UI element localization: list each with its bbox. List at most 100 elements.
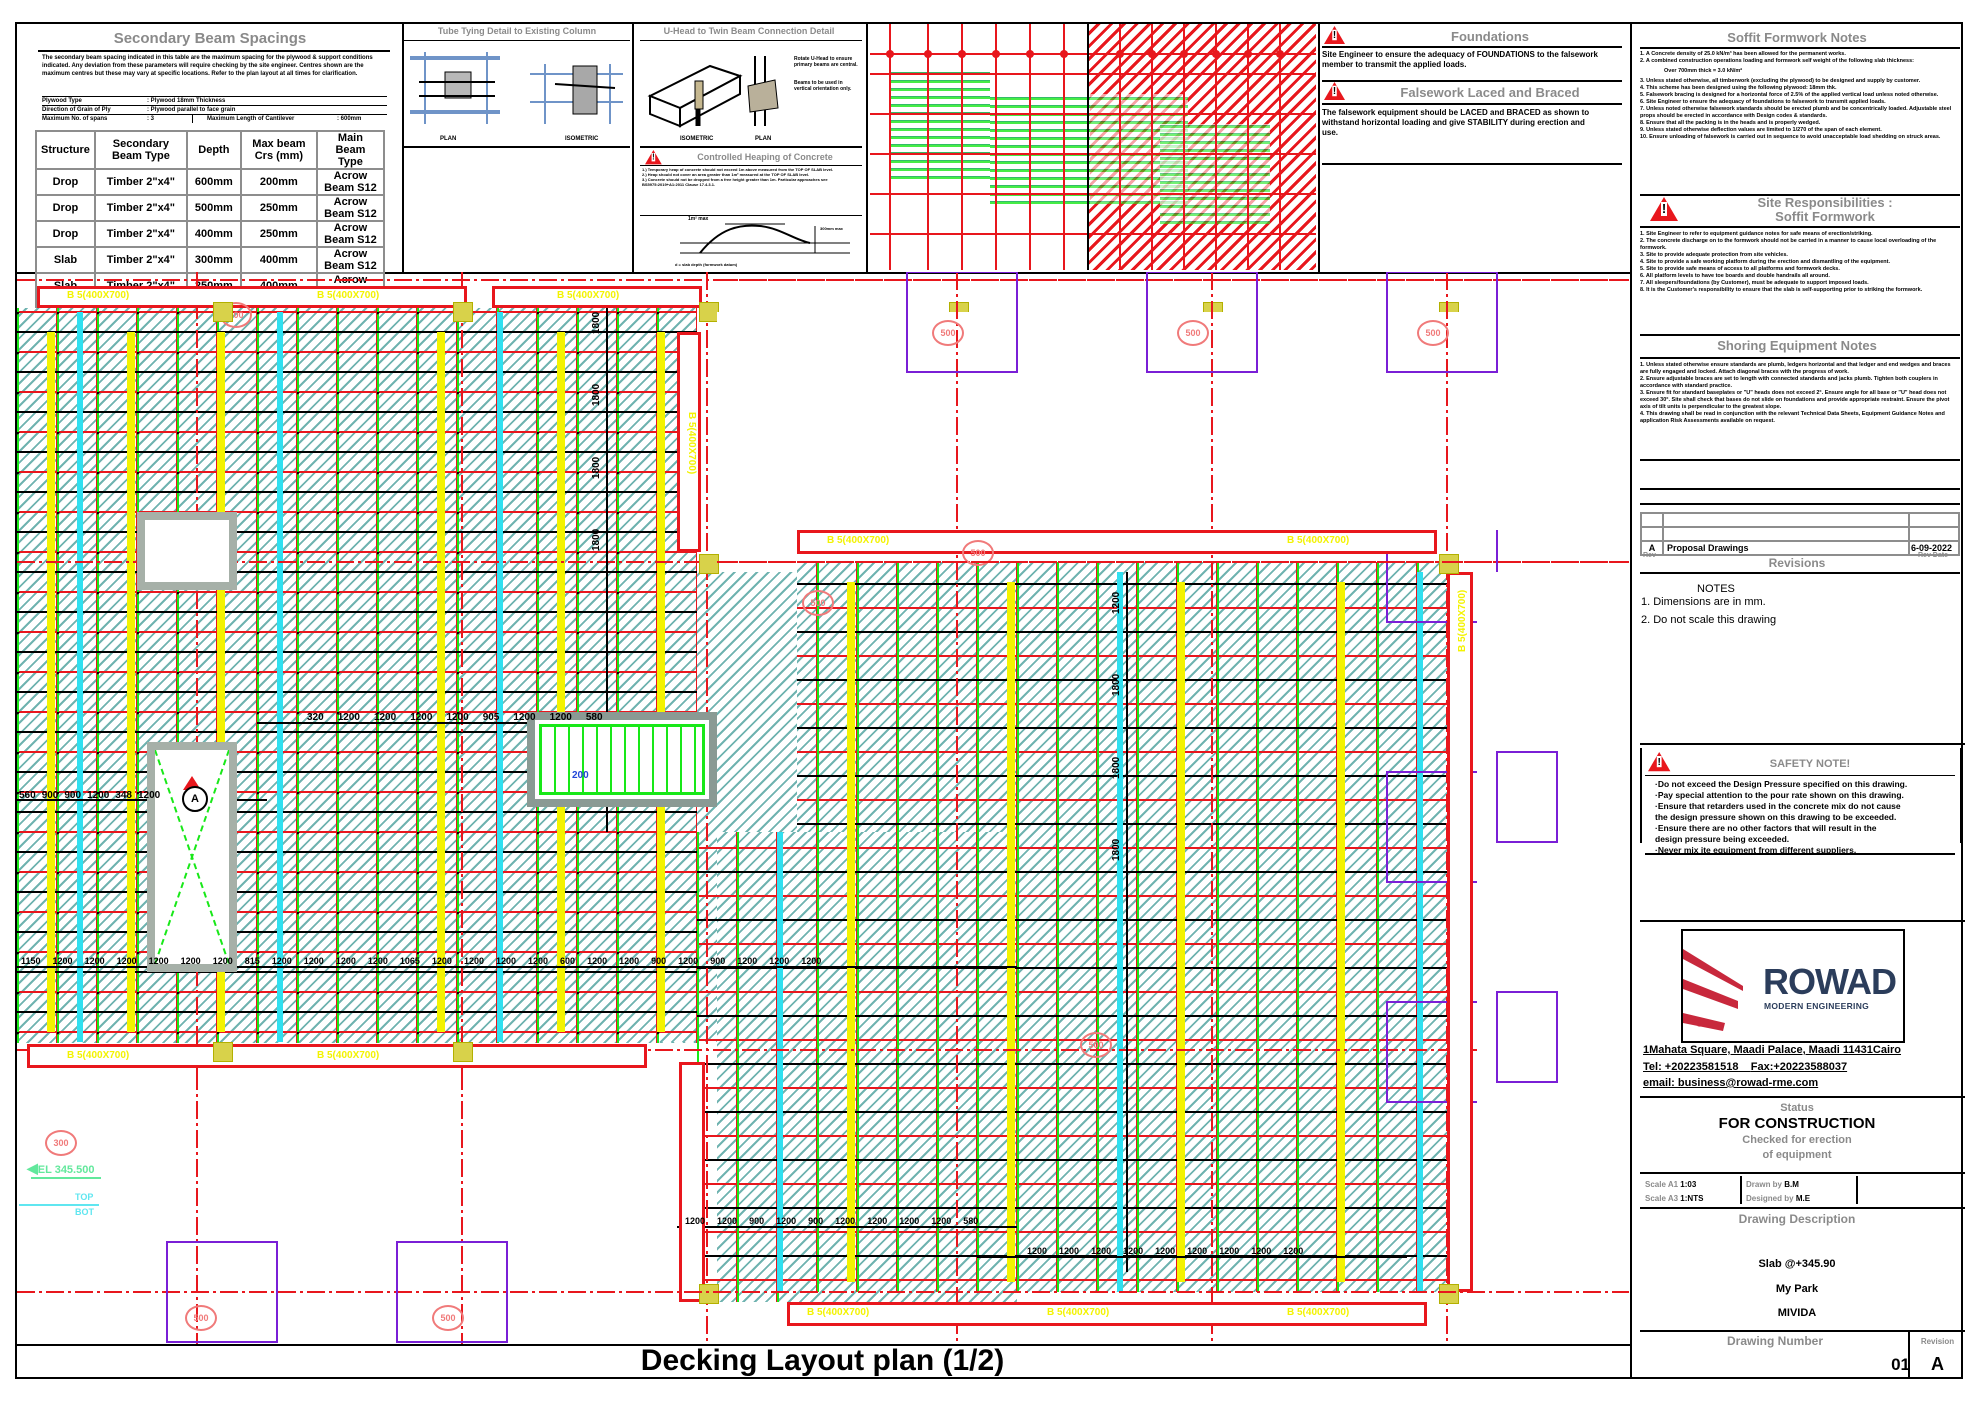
cell: Timber 2"x4" [93, 246, 188, 274]
safety-item: the design pressure shown on this drawin… [1655, 812, 1897, 822]
soffit-notes-title: Soffit Formwork Notes [1727, 30, 1867, 45]
beam-tag: B 5(400X700) [807, 1307, 870, 1318]
cell: Acrow Beam S12 [315, 194, 386, 222]
description-line: MIVIDA [1777, 1307, 1817, 1319]
scale-a3-label: Scale A3 [1645, 1194, 1679, 1203]
section-marker[interactable]: A [182, 786, 208, 812]
safety-item: ·Do not exceed the Design Pressure speci… [1655, 779, 1908, 789]
level-circle: 500 [432, 1305, 464, 1331]
perimeter-beam [27, 1044, 647, 1068]
note-item: 5. Falsework bracing is designed for a h… [1640, 92, 1939, 98]
note-item: 3.) Concrete should not be dropped from … [642, 177, 828, 187]
dim: 1200 [1123, 1246, 1144, 1256]
note-item: 8. It is the Customer's responsibility t… [1640, 287, 1923, 293]
level-marker-line [31, 1177, 101, 1179]
dim: 1200 [737, 956, 758, 966]
section-divider [1640, 1207, 1965, 1209]
dim: 900 [41, 790, 59, 801]
top-bot-line [19, 1204, 99, 1206]
dim: 1200 [446, 712, 469, 723]
drawing-frame [15, 22, 1963, 1379]
cell: Acrow Beam S12 [315, 246, 386, 274]
drawing-title: Decking Layout plan (1/2) [640, 1344, 1005, 1377]
description-line: Slab @+345.90 [1758, 1258, 1836, 1270]
dim: 1200 [1155, 1246, 1176, 1256]
param-value: : 600mm [337, 116, 362, 122]
cell-divider [1740, 1176, 1742, 1204]
dim: 1065 [399, 956, 420, 966]
dim: 1200 [528, 956, 549, 966]
safety-title: SAFETY NOTE! [1769, 758, 1851, 770]
dim: 580 [963, 1216, 979, 1226]
section-divider [1640, 334, 1960, 336]
lift-opening [147, 742, 237, 972]
cell: 300mm [185, 246, 242, 274]
col-header: Secondary Beam Type [93, 130, 188, 170]
dim: 1200 [1251, 1246, 1272, 1256]
cell: 250mm [239, 220, 318, 248]
dim: 348 [115, 790, 132, 801]
dim: 1200 [84, 956, 105, 966]
title-underline [1322, 46, 1622, 48]
company-email[interactable]: email: business@rowad-rme.com [1643, 1077, 1819, 1089]
title-underline [1640, 47, 1960, 49]
note-item: 4. Site to provide a safe working platfo… [1640, 259, 1890, 265]
section-divider [640, 215, 862, 216]
note-item: 8. Ensure that all the packing is in the… [1640, 120, 1821, 126]
heaping-area-label: 1m² max [688, 216, 709, 222]
company-phone: Tel: +20223581518 Fax:+20223588037 [1643, 1061, 1847, 1073]
dim: 1200 [835, 1216, 856, 1226]
note-item: 2.) Heap should not cover an area greate… [642, 172, 810, 177]
description-line: My Park [1775, 1283, 1819, 1295]
safety-item: ·Ensure there are no other factors that … [1655, 823, 1877, 833]
plan-label: PLAN [440, 136, 457, 142]
column-marker [453, 1042, 473, 1062]
scale-a3-value: 1:NTS [1680, 1194, 1704, 1203]
dim: 1200 [463, 956, 484, 966]
note-item: 1. Dimensions are in mm. [1641, 596, 1766, 608]
laced-braced-text: The falsework equipment should be LACED … [1322, 108, 1590, 137]
scale-a1-label: Scale A1 [1645, 1180, 1679, 1189]
dim: 1200 [1059, 1246, 1080, 1256]
section-divider [404, 146, 630, 148]
table-row [1640, 512, 1960, 528]
cell: Slab [35, 246, 96, 274]
cell: Drop [35, 194, 96, 222]
cell: Timber 2"x4" [93, 194, 188, 222]
perimeter-beam [677, 332, 701, 552]
isometric-label: ISOMETRIC [565, 136, 599, 142]
open-area [1477, 572, 1629, 1344]
u-head-note: Rotate U-Head to ensure primary beams ar… [794, 56, 858, 68]
section-divider [1640, 459, 1960, 461]
note-item: 4. This scheme has been designed using t… [1640, 85, 1837, 91]
panel-divider [866, 22, 868, 272]
section-divider [1640, 572, 1960, 574]
heaping-caption: d = slab depth (formwork datum) [675, 262, 738, 267]
cell: 200mm [239, 168, 318, 196]
top-label: TOP [75, 1192, 94, 1202]
cell-divider [1908, 1330, 1910, 1378]
column-marker [699, 554, 719, 574]
note-item: 4. This drawing shall be read in conjunc… [1640, 411, 1945, 424]
dim: 1200 [1283, 1246, 1304, 1256]
cell: 600mm [185, 168, 242, 196]
perimeter-beam [492, 286, 702, 308]
shoring-notes-list: 1. Unless stated otherwise ensure standa… [1640, 362, 1960, 425]
perimeter-beam [37, 286, 467, 308]
open-area [17, 1072, 677, 1344]
section-divider [1640, 503, 1960, 505]
date-cell [1908, 526, 1960, 542]
column-marker [1439, 1284, 1459, 1304]
cell: Timber 2"x4" [93, 220, 188, 248]
column-marker [453, 302, 473, 322]
logo-subtitle: MODERN ENGINEERING [1764, 1001, 1870, 1011]
rev-date-label: Rev Date [1918, 552, 1948, 559]
safety-item: design pressure being exceeded. [1655, 834, 1790, 844]
beam-tag: B 5(400X700) [827, 535, 890, 546]
param-value: : 3 [147, 116, 155, 122]
